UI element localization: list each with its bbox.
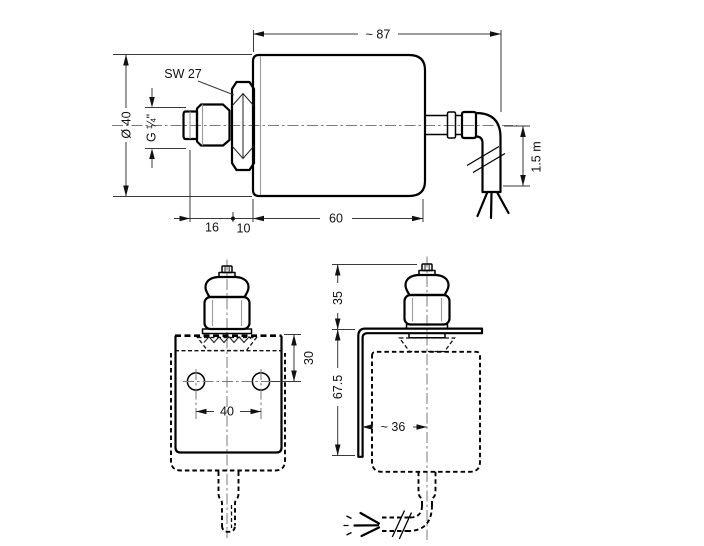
dim-cable-length-group: 1.5 m (503, 125, 544, 187)
dim-cable-length: 1.5 m (530, 141, 544, 172)
hidden-nut-side (398, 337, 456, 353)
label-wrench-size: SW 27 (164, 67, 202, 81)
dim-hole-offset: 30 (302, 351, 316, 365)
sensor-body (251, 53, 427, 198)
side-view: ~ 87 Ø 40 G ¼" SW 27 (112, 28, 544, 236)
dim-chain-group: 16 10 60 (174, 150, 424, 236)
dim-center-offset-group: ~ 36 (362, 420, 427, 434)
dim-center-offset: ~ 36 (381, 420, 406, 434)
cable-break-mark (466, 145, 506, 174)
cable-wires-side (343, 511, 381, 538)
hidden-cable-connector-side (380, 471, 437, 532)
process-thread (182, 103, 231, 147)
dim-overall-length: ~ 87 (366, 28, 391, 42)
dim-hole-offset-group: 30 (271, 334, 316, 382)
dim-bracket-height-group: 67.5 (331, 329, 355, 456)
angle-bracket (357, 327, 484, 458)
cable-wires (476, 191, 510, 220)
serrated-washer (203, 335, 252, 344)
fitting-side (403, 263, 451, 330)
dim-hole-spacing: 40 (220, 405, 234, 419)
hidden-cable-connector-front (217, 471, 240, 533)
label-wrench-size-group: SW 27 (164, 67, 235, 96)
mounting-plate (174, 335, 283, 454)
front-view: 30 40 (170, 259, 316, 538)
fitting-front (201, 265, 253, 335)
dim-hole-spacing-group: 40 (196, 405, 261, 419)
dim-bracket-height: 67.5 (331, 375, 345, 399)
dim-thread-size: G ¼" (145, 114, 159, 142)
cable-break-mark-side (391, 510, 413, 540)
dim-overall-length-group: ~ 87 (253, 28, 502, 112)
hidden-body-side (371, 350, 481, 473)
dim-body-diameter: Ø 40 (120, 111, 134, 138)
hex-locknut (230, 80, 256, 172)
dim-fitting-height: 35 (331, 291, 345, 305)
dim-thread-length: 16 (205, 221, 219, 235)
dim-locknut-width: 10 (237, 222, 251, 236)
bracket-view: 35 67.5 ~ 36 (331, 256, 484, 540)
dim-thread-size-group: G ¼" (145, 88, 186, 168)
dim-body-length: 60 (329, 212, 343, 226)
hidden-nut-front (196, 336, 258, 352)
dim-body-diameter-group: Ø 40 (113, 54, 252, 197)
dim-fitting-height-group: 35 (331, 264, 417, 330)
